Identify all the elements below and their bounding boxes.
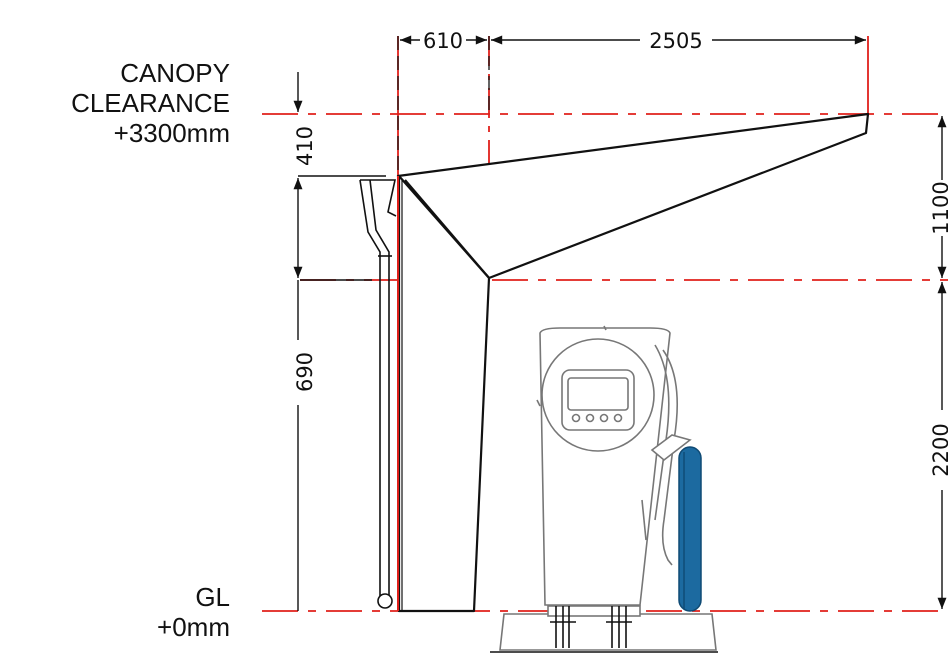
canopy-label-line2: CLEARANCE <box>71 88 230 118</box>
canopy-structure <box>396 112 870 613</box>
gl-value: +0mm <box>157 612 230 642</box>
charger-button-4 <box>613 413 623 423</box>
dimension-extension-lines <box>397 36 490 250</box>
ground-level-label: GL +0mm <box>20 582 230 642</box>
charger-button-1 <box>571 413 581 423</box>
charger-zone-dimension: 2200 <box>929 423 948 476</box>
overhang-dimension: 610 <box>423 29 463 53</box>
charger-screen <box>567 377 629 411</box>
canopy-length-dimension: 2505 <box>649 29 702 53</box>
charger-button-3 <box>599 413 609 423</box>
canopy-label-line1: CANOPY <box>120 58 230 88</box>
anchor-bolts <box>550 606 632 648</box>
gl-label: GL <box>195 582 230 612</box>
left-vertical-dimensions <box>293 72 386 611</box>
fascia-height-dimension: 690 <box>293 352 317 392</box>
canopy-height-dimension: 1100 <box>929 181 948 234</box>
charger-foundation <box>490 605 718 653</box>
charger-button-2 <box>585 413 595 423</box>
canopy-rise-dimension: 410 <box>293 126 317 166</box>
canopy-clearance-label: CANOPY CLEARANCE +3300mm <box>20 58 230 148</box>
downpipe <box>359 179 397 609</box>
ev-charger <box>536 325 692 606</box>
canopy-clearance-value: +3300mm <box>113 118 230 148</box>
protection-bollard <box>678 446 702 612</box>
